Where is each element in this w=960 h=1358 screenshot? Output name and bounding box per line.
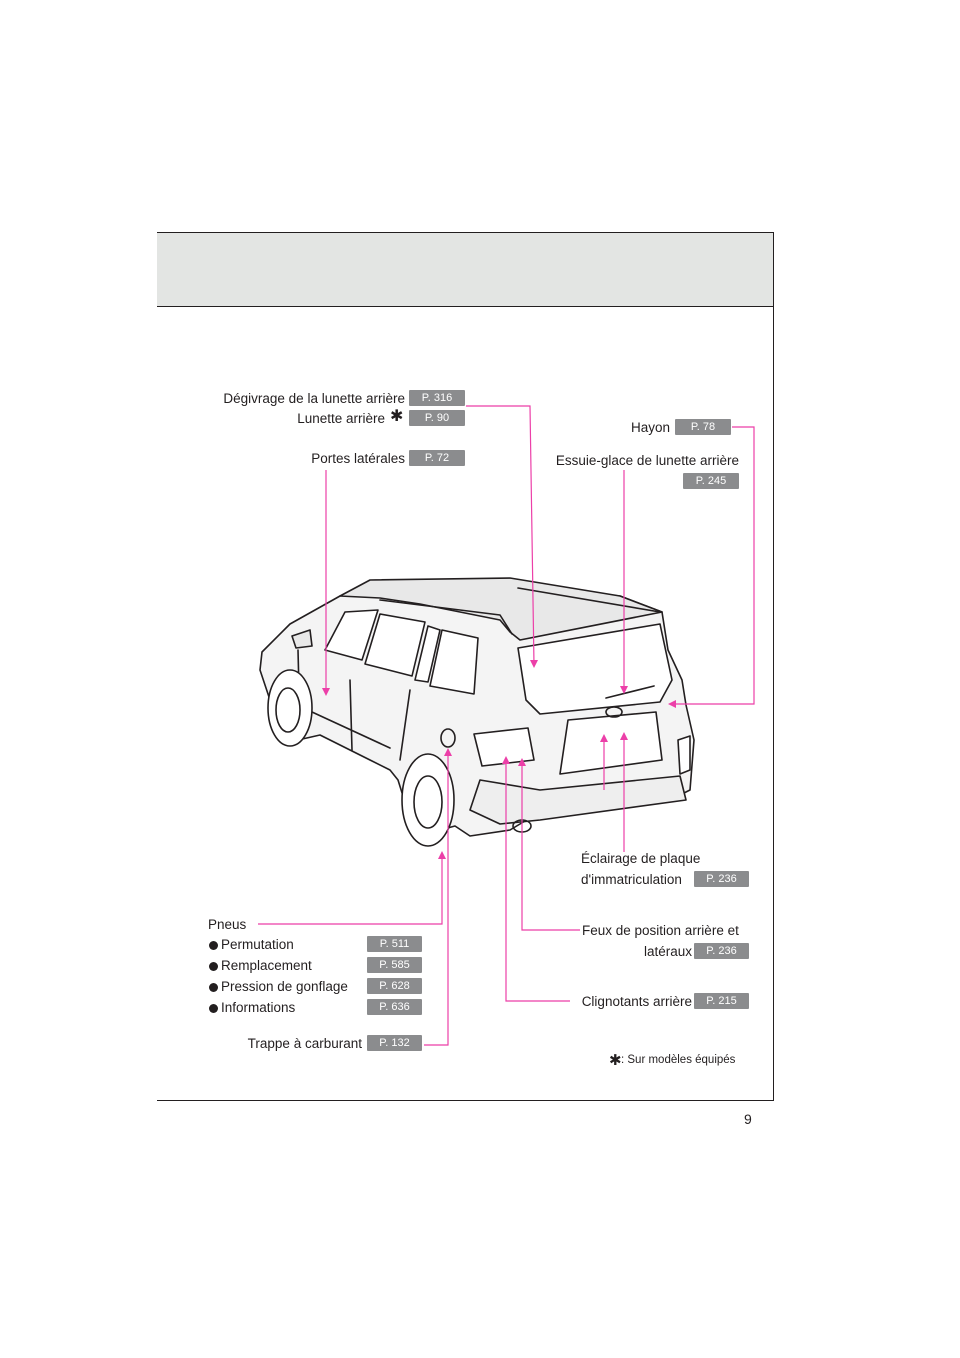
tires-item-pressure-label: Pression de gonflage bbox=[221, 979, 348, 994]
tires-item-information-page-tag[interactable]: P. 636 bbox=[367, 999, 422, 1015]
bullet-icon bbox=[209, 941, 218, 950]
defrost-page-tag[interactable]: P. 316 bbox=[409, 390, 465, 406]
tires-item-pressure-page-tag[interactable]: P. 628 bbox=[367, 978, 422, 994]
tires-item-rotation-label: Permutation bbox=[221, 937, 294, 952]
defrost-label: Dégivrage de la lunette arrière bbox=[223, 391, 405, 406]
rear-window-page-tag[interactable]: P. 90 bbox=[409, 410, 465, 426]
leader-lines bbox=[258, 405, 755, 1046]
tires-item-replacement-page-tag[interactable]: P. 585 bbox=[367, 957, 422, 973]
fuel-door-label: Trappe à carburant bbox=[247, 1036, 362, 1051]
plate-light-page-tag[interactable]: P. 236 bbox=[694, 871, 749, 887]
tires-item-replacement-label: Remplacement bbox=[221, 958, 312, 973]
turn-signals-label: Clignotants arrière bbox=[581, 994, 692, 1009]
plate-light-label-line1: Éclairage de plaque bbox=[581, 851, 701, 866]
suv-drawing bbox=[259, 577, 695, 847]
bottom-rule bbox=[157, 1100, 774, 1101]
tail-lights-label-line2: latéraux bbox=[643, 944, 692, 959]
bullet-icon bbox=[209, 983, 218, 992]
side-doors-page-tag[interactable]: P. 72 bbox=[409, 450, 465, 466]
tires-item-information-label: Informations bbox=[221, 1000, 296, 1015]
tail-lights-page-tag[interactable]: P. 236 bbox=[694, 943, 749, 959]
hatch-page-tag[interactable]: P. 78 bbox=[675, 419, 731, 435]
bullet-icon bbox=[209, 962, 218, 971]
turn-signals-page-tag[interactable]: P. 215 bbox=[694, 993, 749, 1009]
leader-arrowheads bbox=[322, 660, 676, 859]
footnote-mark-icon: ✱ bbox=[609, 1052, 622, 1069]
tires-item-rotation-page-tag[interactable]: P. 511 bbox=[367, 936, 422, 952]
header-band bbox=[157, 233, 773, 307]
tires-label: Pneus bbox=[208, 917, 247, 932]
footnote-text: : Sur modèles équipés bbox=[621, 1054, 736, 1066]
fuel-door-page-tag[interactable]: P. 132 bbox=[367, 1035, 422, 1051]
rear-window-label: Lunette arrière bbox=[297, 411, 385, 426]
page-frame bbox=[157, 232, 774, 1101]
plate-light-label-line2: d'immatriculation bbox=[581, 872, 682, 887]
bullet-icon bbox=[209, 1004, 218, 1013]
equipped-mark-icon: ✱ bbox=[390, 408, 404, 425]
hatch-label: Hayon bbox=[630, 420, 670, 435]
side-doors-label: Portes latérales bbox=[311, 451, 405, 466]
rear-wiper-label: Essuie-glace de lunette arrière bbox=[555, 453, 739, 468]
page-number: 9 bbox=[744, 1111, 752, 1127]
rear-wiper-page-tag[interactable]: P. 245 bbox=[683, 473, 739, 489]
tail-lights-label-line1: Feux de position arrière et bbox=[582, 923, 739, 938]
